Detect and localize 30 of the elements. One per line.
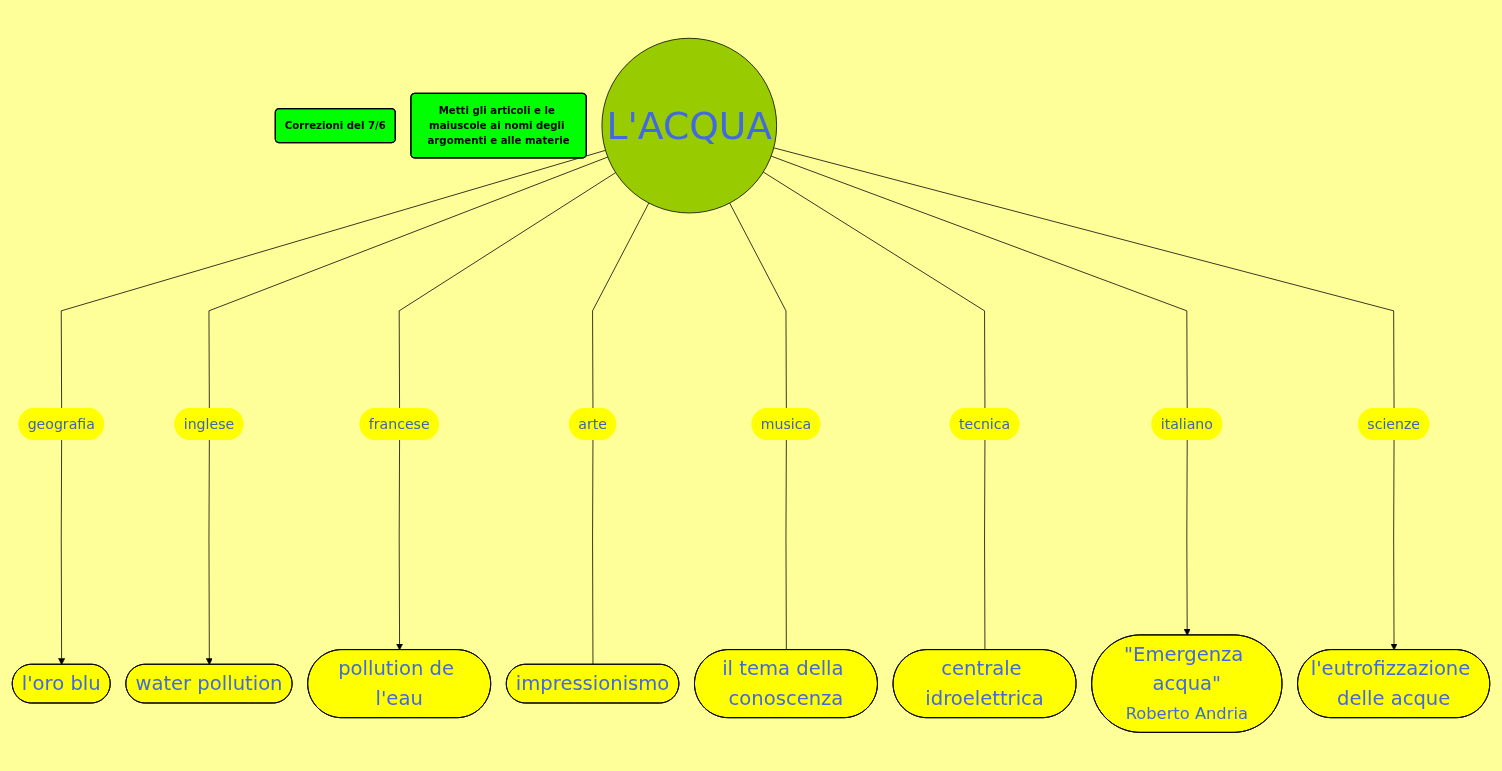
- linking-phrase-node: francese: [359, 408, 439, 441]
- linking-phrase-node: musica: [751, 408, 821, 441]
- connector-line: [398, 172, 617, 410]
- concept-node: water pollution: [125, 664, 293, 704]
- concept-node: l'eutrofizzazione delle acque: [1297, 649, 1491, 719]
- linking-phrase-node: inglese: [174, 408, 244, 441]
- connector-line: [773, 147, 1395, 410]
- connector-line: [592, 439, 594, 666]
- connector-line: [762, 171, 986, 410]
- connector-line: [729, 202, 787, 410]
- connector-line: [208, 156, 609, 410]
- concept-node: pollution de l'eau: [307, 649, 492, 719]
- concept-node: l'oro blu: [11, 664, 111, 704]
- central-concept-circle: L'ACQUA: [601, 38, 777, 214]
- concept-node: centrale idroelettrica: [892, 649, 1077, 719]
- connector-line: [592, 202, 650, 410]
- linking-phrase-node: italiano: [1151, 408, 1223, 441]
- note-box: Metti gli articoli e le maiuscole ai nomi degli argomenti e alle materie: [410, 92, 587, 159]
- note-box: Correzioni del 7/6: [274, 108, 396, 144]
- linking-phrase-node: arte: [568, 408, 617, 441]
- concept-node: impressionismo: [505, 664, 680, 704]
- linking-phrase-node: tecnica: [949, 408, 1020, 441]
- linking-phrase-node: geografia: [18, 408, 105, 441]
- connector-line: [770, 155, 1188, 410]
- connector-line: [984, 439, 986, 651]
- concept-node: "Emergenza acqua" Roberto Andria: [1091, 634, 1283, 733]
- concept-node: il tema della conoscenza: [694, 649, 878, 719]
- connector-line: [785, 439, 787, 651]
- linking-phrase-node: scienze: [1358, 408, 1430, 441]
- connector-line: [60, 150, 606, 410]
